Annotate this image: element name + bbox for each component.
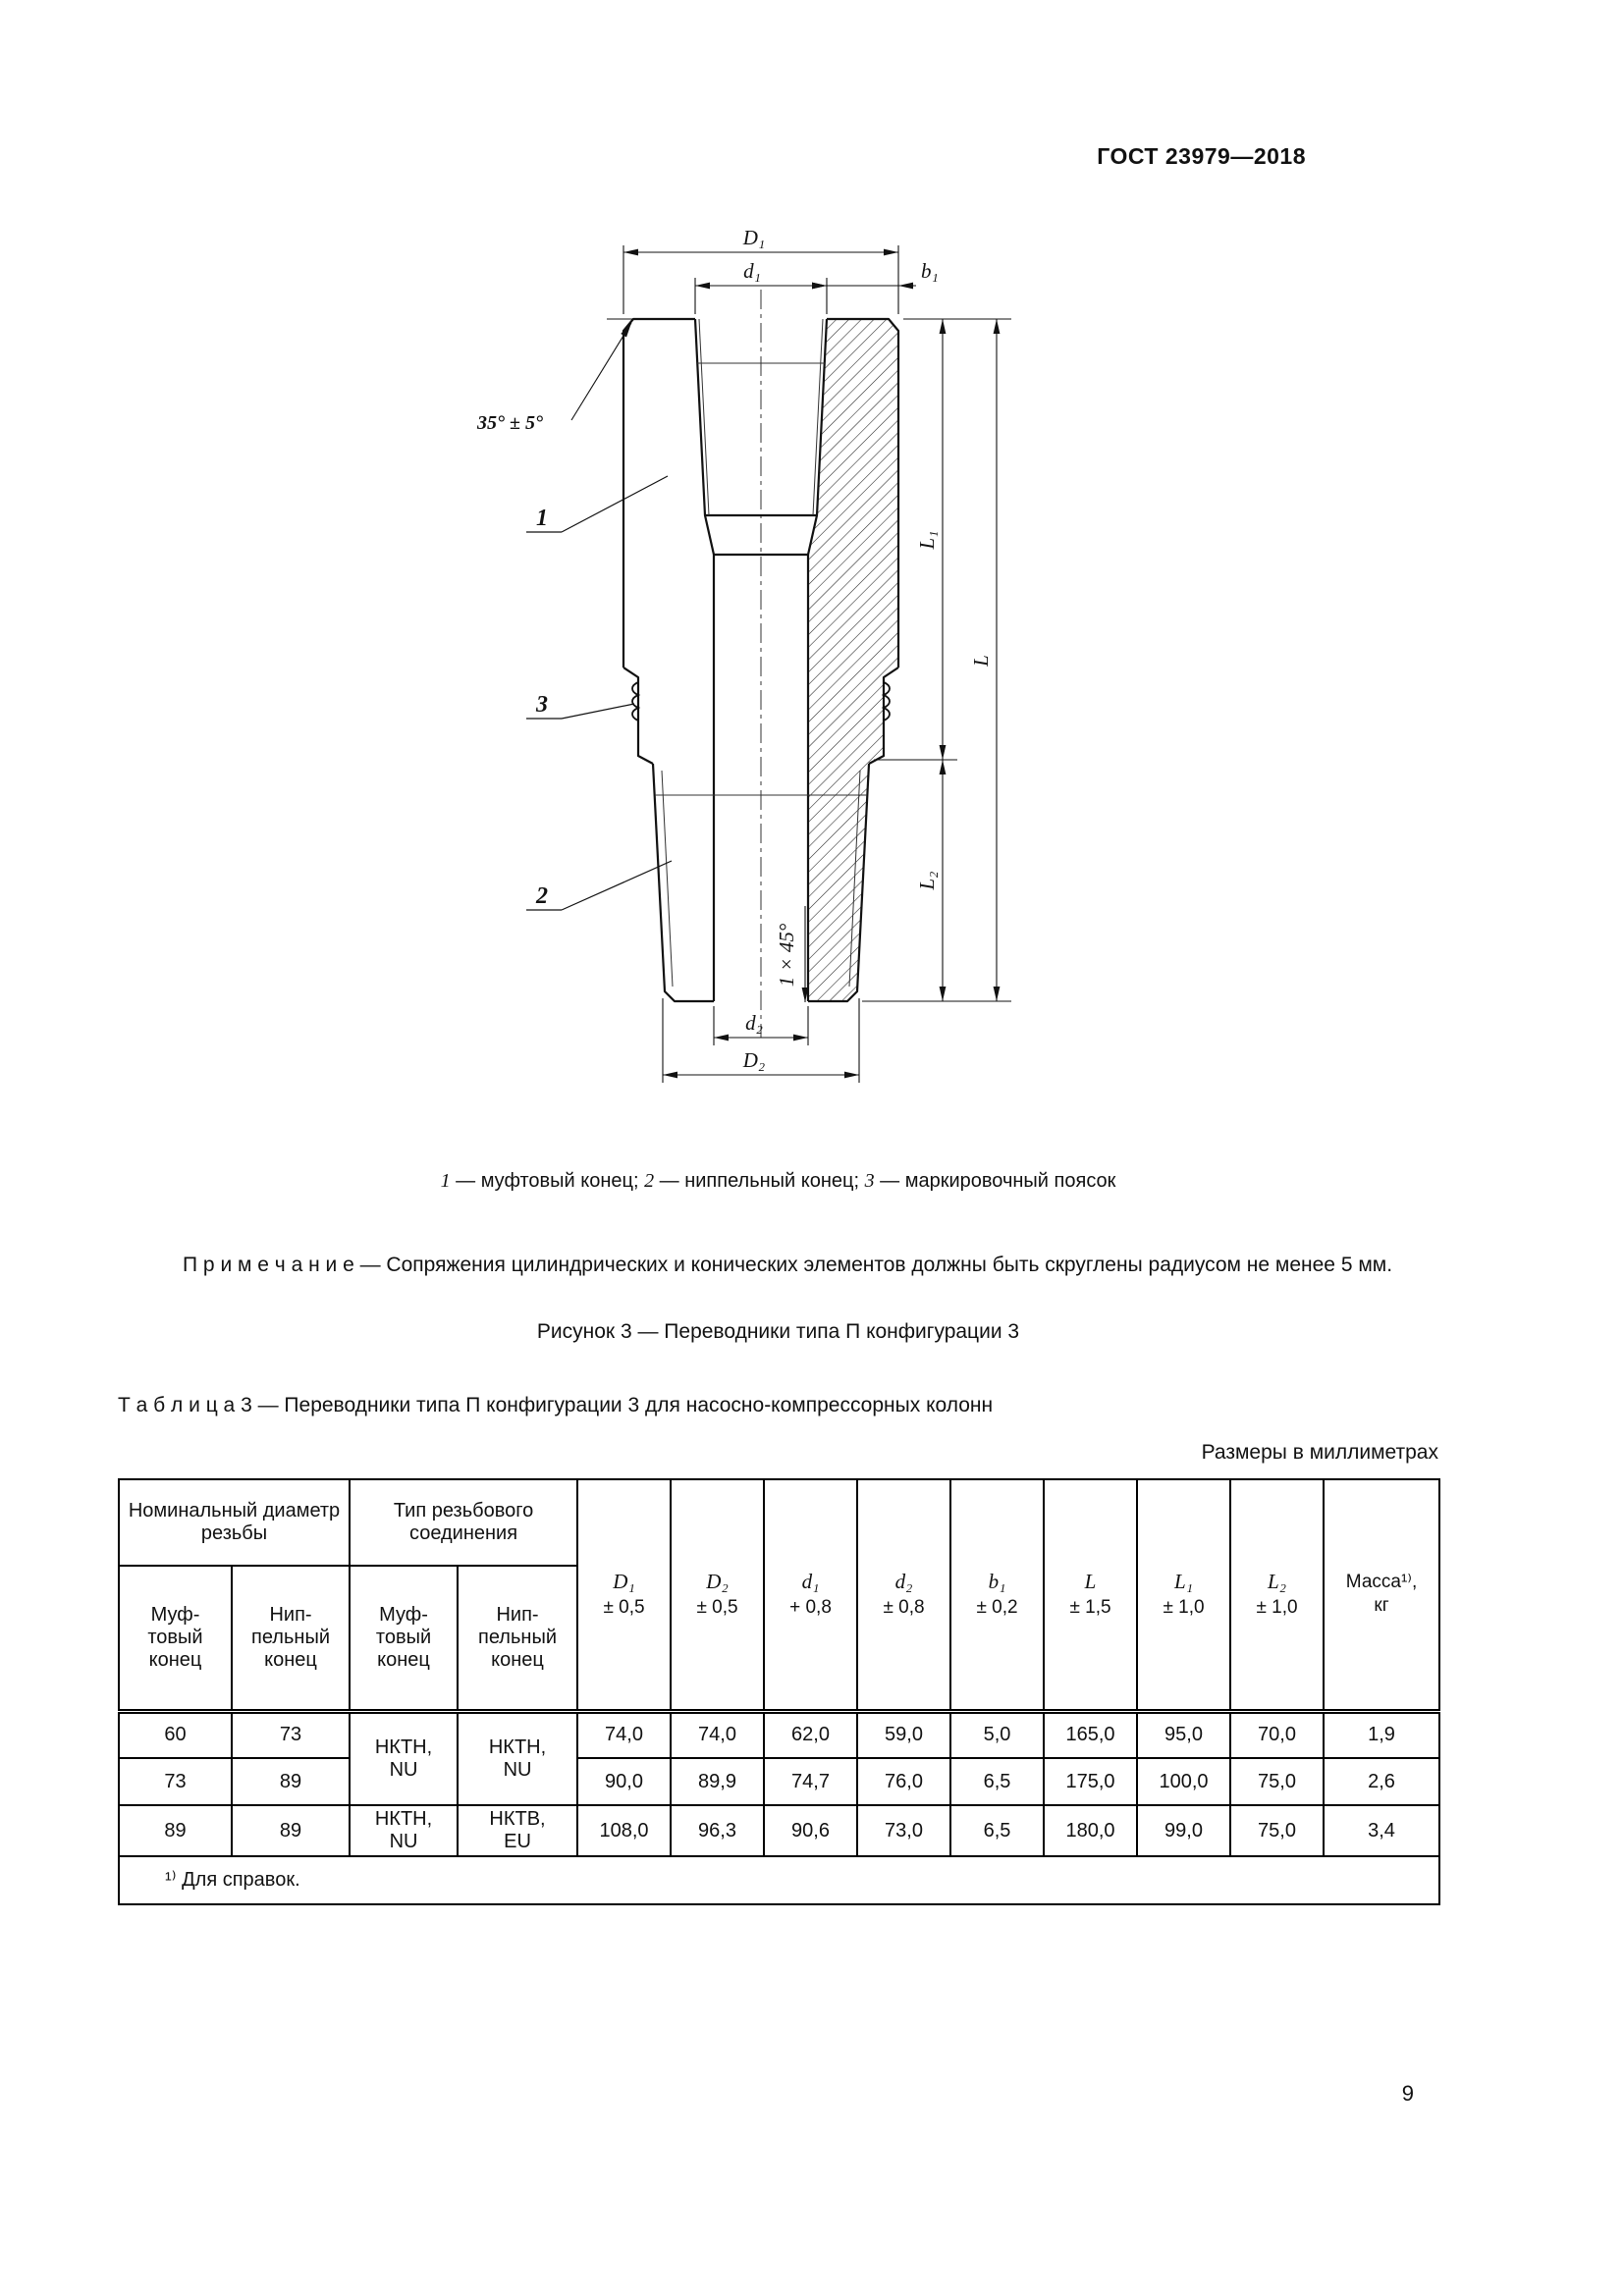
cell: 2,6: [1323, 1757, 1441, 1806]
cell: 76,0: [856, 1757, 952, 1806]
table-row: 89 89 НКТН, NU НКТВ, EU 108,0 96,3 90,6 …: [118, 1804, 1441, 1857]
cell: 96,3: [670, 1804, 766, 1857]
cell: 74,0: [576, 1710, 673, 1759]
callout-1-label: 1: [536, 506, 548, 531]
cell: 89: [230, 1757, 352, 1806]
cell: 5,0: [949, 1710, 1046, 1759]
cell: 90,0: [576, 1757, 673, 1806]
legend-num-1: 1: [440, 1170, 451, 1192]
cell: 6,5: [949, 1804, 1046, 1857]
cell: 89,9: [670, 1757, 766, 1806]
col-header-b1: b₁± 0,2: [949, 1478, 1046, 1714]
cell: 95,0: [1136, 1710, 1232, 1759]
dimension-d1: [694, 278, 828, 314]
legend-num-2: 2: [644, 1170, 655, 1192]
dim-label-D2: D₂: [742, 1048, 765, 1072]
cell: 100,0: [1136, 1757, 1232, 1806]
legend-text-1: — муфтовый конец;: [450, 1170, 645, 1192]
dimension-d2: [713, 1006, 809, 1045]
standard-number: ГОСТ 23979—2018: [1097, 143, 1306, 169]
sub-header-pin-end-1: Нип- пельный конец: [230, 1565, 352, 1714]
cell: 89: [230, 1804, 352, 1857]
angle-callout: [570, 318, 673, 421]
callout-1: [526, 475, 669, 533]
table-footnote: ¹⁾ Для справок.: [117, 1855, 1441, 1905]
cell: 108,0: [576, 1804, 673, 1857]
dim-label-d2: d₂: [745, 1011, 763, 1035]
table-container: Номинальный диаметр резьбы Тип резьбовог…: [117, 1478, 1441, 1905]
cell: 165,0: [1043, 1710, 1139, 1759]
cell: 70,0: [1229, 1710, 1326, 1759]
col-header-L2: L₂± 1,0: [1229, 1478, 1326, 1714]
figure-caption: Рисунок 3 — Переводники типа П конфигура…: [536, 1320, 1020, 1343]
dimension-D2: [662, 998, 860, 1083]
cell: 73: [230, 1710, 352, 1759]
dim-label-b1: b₁: [921, 259, 939, 283]
figure-legend: 1 — муфтовый конец; 2 — ниппельный конец…: [118, 1170, 1438, 1193]
sub-header-pin-end-2: Нип- пельный конец: [457, 1565, 579, 1714]
cell: 62,0: [763, 1710, 859, 1759]
cell: 3,4: [1323, 1804, 1441, 1857]
cell: 73,0: [856, 1804, 952, 1857]
marking-band: [631, 681, 891, 721]
cell: 74,7: [763, 1757, 859, 1806]
table-row: 60 73 НКТН, NU НКТН, NU 74,0 74,0 62,0 5…: [118, 1710, 1441, 1806]
legend-text-2: — ниппельный конец;: [654, 1170, 865, 1192]
callout-2-label: 2: [535, 883, 548, 909]
cell: 175,0: [1043, 1757, 1139, 1806]
cell: 6,5: [949, 1757, 1046, 1806]
cell: НКТВ, EU: [457, 1804, 579, 1857]
legend-text-3: — маркировочный поясок: [874, 1170, 1116, 1192]
thread-lines: [655, 318, 867, 988]
cell: 75,0: [1229, 1804, 1326, 1857]
cell: 60: [118, 1710, 233, 1759]
sub-header-box-end-2: Муф- товый конец: [349, 1565, 460, 1714]
cell: 1,9: [1323, 1710, 1441, 1759]
dim-label-L1: L₁: [915, 531, 939, 551]
angle-label: 35° ± 5°: [476, 412, 543, 434]
dim-label-d1: d₁: [743, 259, 761, 283]
section-hatch: [808, 319, 898, 1001]
cell: 74,0: [670, 1710, 766, 1759]
table-caption: Т а б л и ц а 3 — Переводники типа П кон…: [118, 1394, 994, 1416]
figure-note: П р и м е ч а н и е — Сопряжения цилиндр…: [183, 1254, 1393, 1276]
dim-label-L: L: [969, 655, 993, 667]
cell: 59,0: [856, 1710, 952, 1759]
chamfer-label: 1 × 45°: [775, 923, 798, 987]
cell: 75,0: [1229, 1757, 1326, 1806]
group-header-thread-type: Тип резьбового соединения: [349, 1478, 579, 1567]
col-header-L1: L₁± 1,0: [1136, 1478, 1232, 1714]
cell: НКТН, NU: [349, 1804, 460, 1857]
cell: 89: [118, 1804, 233, 1857]
cell: 90,6: [763, 1804, 859, 1857]
col-header-d1: d₁+ 0,8: [763, 1478, 859, 1714]
units-note: Размеры в миллиметрах: [1201, 1441, 1438, 1464]
cell: НКТН, NU: [457, 1710, 579, 1806]
col-header-L: L± 1,5: [1043, 1478, 1139, 1714]
callout-3-label: 3: [535, 692, 548, 718]
group-header-nominal-diameter: Номинальный диаметр резьбы: [117, 1478, 352, 1567]
page-number: 9: [1401, 2081, 1414, 2106]
callout-2: [526, 860, 673, 911]
col-header-mass: Масса¹⁾,кг: [1323, 1478, 1441, 1714]
cell: НКТН, NU: [349, 1710, 460, 1806]
dim-label-L2: L₂: [915, 872, 939, 891]
col-header-D2: D₂± 0,5: [670, 1478, 766, 1714]
col-header-d2: d₂± 0,8: [856, 1478, 952, 1714]
sub-header-box-end-1: Муф- товый конец: [118, 1565, 233, 1714]
dim-label-D1: D₁: [742, 226, 765, 249]
cell: 99,0: [1136, 1804, 1232, 1857]
cell: 180,0: [1043, 1804, 1139, 1857]
table-row: 73 89 90,0 89,9 74,7 76,0 6,5 175,0 100,…: [118, 1757, 1441, 1806]
legend-num-3: 3: [864, 1170, 875, 1192]
col-header-D1: D₁± 0,5: [576, 1478, 673, 1714]
technical-drawing: D₁ d₁ b₁ 35° ± 5° 1: [476, 226, 1011, 1083]
cell: 73: [118, 1757, 233, 1806]
callout-3: [526, 703, 635, 720]
dimension-table: Номинальный диаметр резьбы Тип резьбовог…: [117, 1478, 1441, 1905]
dimension-D1: [623, 245, 899, 314]
footnote-row: ¹⁾ Для справок.: [117, 1855, 1441, 1905]
